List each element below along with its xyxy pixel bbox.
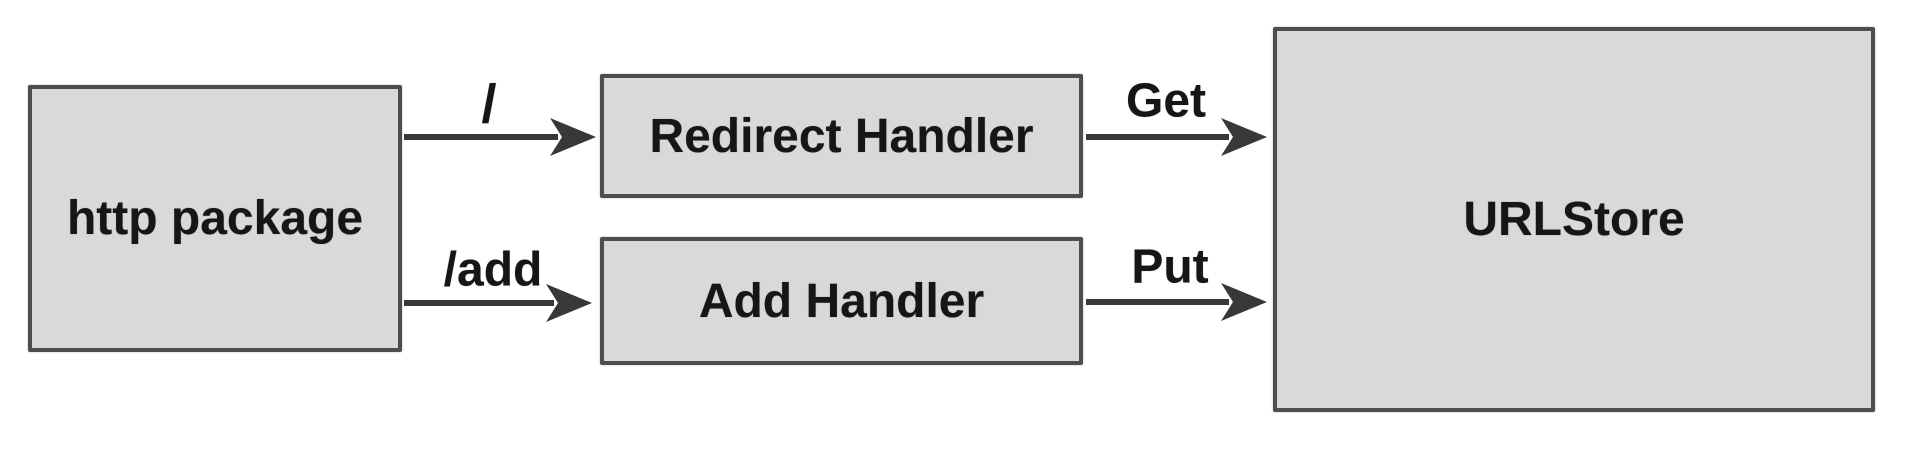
- edge-label-put: Put: [1131, 240, 1209, 294]
- node-add-handler-label: Add Handler: [698, 274, 985, 328]
- put-arrow: [1086, 283, 1267, 321]
- node-redirect-handler-label: Redirect Handler: [649, 109, 1034, 163]
- edge-label-add: /add: [443, 243, 543, 297]
- get-arrow: [1086, 118, 1267, 156]
- node-http-package-label: http package: [66, 192, 364, 245]
- node-http-package: http package: [28, 85, 402, 352]
- node-urlstore: URLStore: [1273, 27, 1875, 412]
- edge-label-get: Get: [1125, 74, 1207, 128]
- edge-label-slash: /: [481, 74, 497, 134]
- node-urlstore-label: URLStore: [1463, 193, 1685, 246]
- add-arrow: [404, 284, 592, 322]
- node-redirect-handler: Redirect Handler: [600, 74, 1083, 198]
- node-add-handler: Add Handler: [600, 237, 1083, 365]
- slash-arrow: [404, 118, 596, 156]
